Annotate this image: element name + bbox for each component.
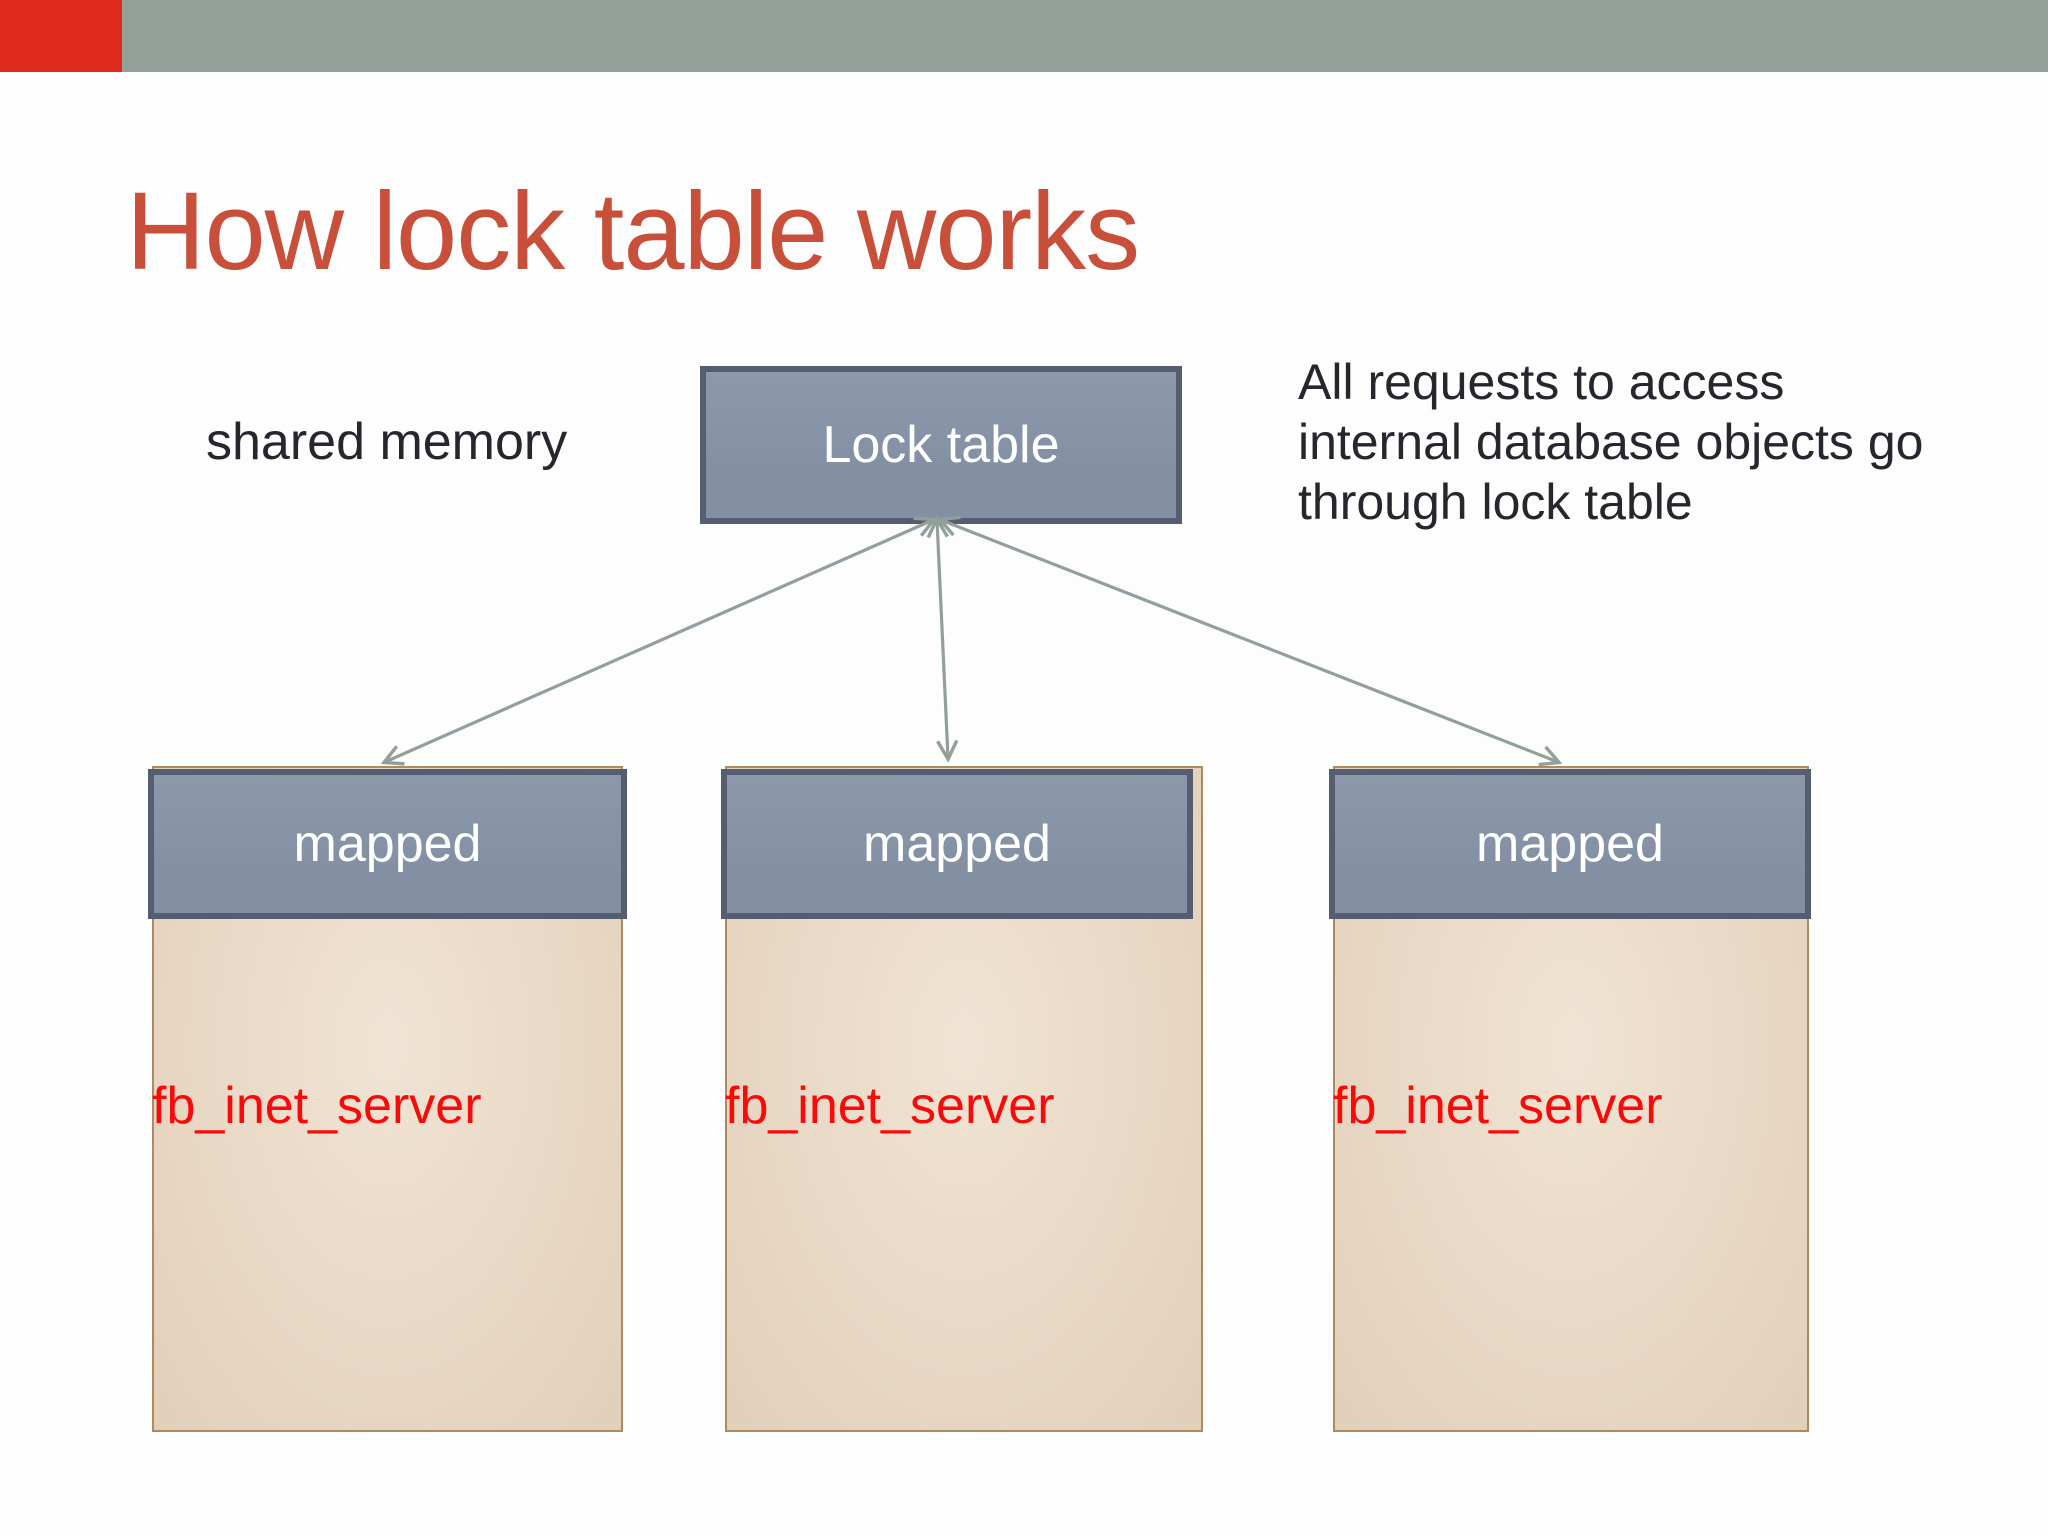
process-box-2-header: mapped xyxy=(721,769,1193,919)
slide-title: How lock table works xyxy=(126,170,1140,293)
lock-table-label: Lock table xyxy=(822,416,1060,474)
shared-memory-label: shared memory xyxy=(206,413,568,471)
accent-square xyxy=(0,0,122,72)
mapped-label: mapped xyxy=(293,815,482,873)
mapped-label: mapped xyxy=(1476,815,1664,873)
arrow-right xyxy=(941,520,1558,762)
arrow-left xyxy=(385,520,933,762)
note-text: All requests to access internal database… xyxy=(1298,352,1923,532)
process-box-1-header: mapped xyxy=(148,769,627,919)
note-line-3: through lock table xyxy=(1298,474,1693,530)
note-line-2: internal database objects go xyxy=(1298,414,1924,470)
mapped-label: mapped xyxy=(863,815,1051,873)
process-box-3-header: mapped xyxy=(1329,769,1811,919)
lock-table-box: Lock table xyxy=(700,366,1182,524)
top-bar xyxy=(0,0,2048,72)
arrow-middle xyxy=(937,520,948,758)
note-line-1: All requests to access xyxy=(1298,354,1785,410)
